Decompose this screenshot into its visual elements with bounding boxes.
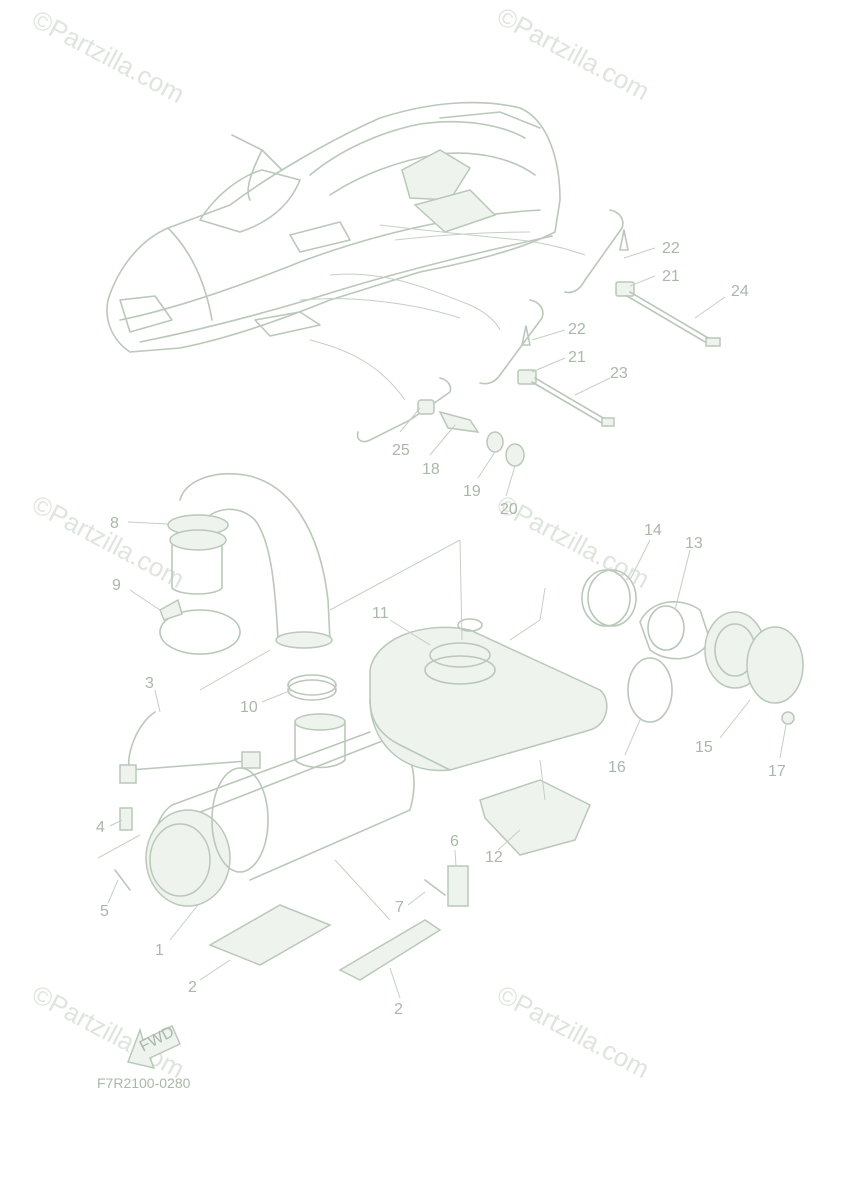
silencer-box-part-11 xyxy=(369,618,608,772)
watercraft-hull-drawing xyxy=(106,101,586,401)
callout-14: 14 xyxy=(644,522,662,539)
callout-25: 25 xyxy=(392,442,410,459)
callout-5: 5 xyxy=(100,903,109,920)
callout-18: 18 xyxy=(422,461,440,478)
callout-22: 22 xyxy=(662,240,680,257)
watermark: ©Partzilla.com xyxy=(27,4,189,109)
callout-1: 1 xyxy=(155,942,164,959)
callout-4: 4 xyxy=(96,819,105,836)
callout-24: 24 xyxy=(731,283,749,300)
callout-6: 6 xyxy=(450,833,459,850)
callout-22: 22 xyxy=(568,321,586,338)
callout-17: 17 xyxy=(768,763,786,780)
muffler-part-1 xyxy=(145,713,415,907)
diagram-code: F7R2100-0280 xyxy=(97,1075,191,1091)
callout-2: 2 xyxy=(188,979,197,996)
callout-10: 10 xyxy=(240,699,258,716)
callout-23: 23 xyxy=(610,365,628,382)
callout-11: 11 xyxy=(372,605,389,622)
callout-13: 13 xyxy=(685,535,703,552)
leader-lines xyxy=(97,247,787,999)
callout-7: 7 xyxy=(395,899,404,916)
callout-12: 12 xyxy=(485,849,503,866)
callout-20: 20 xyxy=(500,501,518,518)
watermark: ©Partzilla.com xyxy=(492,1,654,106)
hose-part-8 xyxy=(167,472,333,649)
callout-21: 21 xyxy=(662,268,680,285)
callout-2: 2 xyxy=(394,1001,403,1018)
callout-19: 19 xyxy=(463,483,481,500)
watermark: ©Partzilla.com xyxy=(492,979,654,1084)
callout-8: 8 xyxy=(110,515,119,532)
callout-16: 16 xyxy=(608,759,626,776)
callout-9: 9 xyxy=(112,577,121,594)
callout-21: 21 xyxy=(568,349,586,366)
upper-hardware xyxy=(417,229,721,467)
watermark: ©Partzilla.com xyxy=(27,489,189,594)
callout-15: 15 xyxy=(695,739,713,756)
callout-labels: 22 21 24 22 21 23 25 18 19 20 8 9 14 13 … xyxy=(96,240,786,1018)
callout-3: 3 xyxy=(145,675,154,692)
watermarks: ©Partzilla.com ©Partzilla.com ©Partzilla… xyxy=(27,1,654,1084)
